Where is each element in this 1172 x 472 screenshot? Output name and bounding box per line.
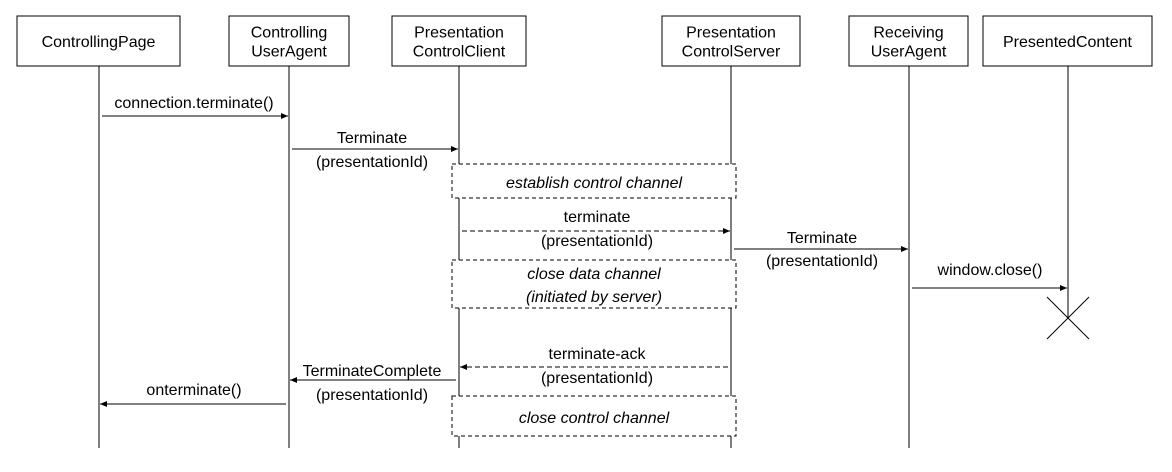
note-box <box>451 163 737 199</box>
participant-label: ControlServer <box>682 44 781 61</box>
message-label: (presentationId) <box>316 154 428 171</box>
participant-box <box>982 15 1153 67</box>
message-label: terminate <box>564 209 631 226</box>
message-label: (presentationId) <box>766 253 878 270</box>
message-label: Terminate <box>787 230 857 247</box>
message-terminate-ack: terminate-ack (presentationId) <box>460 346 728 387</box>
message-terminate-message: terminate (presentationId) <box>462 209 730 250</box>
note-label: (initiated by server) <box>526 289 662 306</box>
participant-controlling-page: ControllingPage <box>16 15 181 67</box>
note-box <box>451 395 737 437</box>
participant-label: Presentation <box>686 25 776 42</box>
note-establish-control-channel: establish control channel <box>451 163 737 199</box>
message-terminate-receiving: Terminate (presentationId) <box>734 230 908 270</box>
participant-label: Controlling <box>251 25 327 42</box>
message-label: (presentationId) <box>316 387 428 404</box>
note-label: establish control channel <box>506 175 683 192</box>
note-close-control-channel: close control channel <box>451 395 737 437</box>
participant-label: PresentedContent <box>1003 34 1133 51</box>
participant-presented-content: PresentedContent <box>982 15 1153 67</box>
participant-label: UserAgent <box>871 44 947 61</box>
message-label: window.close() <box>937 262 1043 279</box>
message-terminate-request: Terminate (presentationId) <box>292 130 458 171</box>
participant-box <box>391 15 527 67</box>
note-close-data-channel: close data channel (initiated by server) <box>451 259 737 309</box>
participant-label: UserAgent <box>251 44 327 61</box>
participant-label: ControllingPage <box>42 34 156 51</box>
message-label: Terminate <box>337 130 407 147</box>
message-label: terminate-ack <box>549 346 647 363</box>
destruction-mark <box>1046 296 1090 340</box>
participant-box <box>848 15 969 67</box>
note-box <box>451 259 737 309</box>
participant-label: Presentation <box>414 25 504 42</box>
message-onterminate: onterminate() <box>100 382 286 407</box>
message-connection-terminate: connection.terminate() <box>102 95 288 119</box>
message-label: (presentationId) <box>541 370 653 387</box>
message-label: (presentationId) <box>541 233 653 250</box>
message-label: connection.terminate() <box>114 95 273 112</box>
message-label: TerminateComplete <box>303 363 442 380</box>
participant-box <box>16 15 181 67</box>
note-label: close data channel <box>527 266 661 283</box>
note-label: close control channel <box>519 410 670 427</box>
message-window-close: window.close() <box>912 262 1067 291</box>
participant-label: ControlClient <box>413 44 506 61</box>
message-terminate-complete: TerminateComplete (presentationId) <box>290 363 456 404</box>
participant-label: Receiving <box>873 25 943 42</box>
participant-box <box>228 15 350 67</box>
participant-box <box>661 15 801 67</box>
message-label: onterminate() <box>146 382 241 399</box>
